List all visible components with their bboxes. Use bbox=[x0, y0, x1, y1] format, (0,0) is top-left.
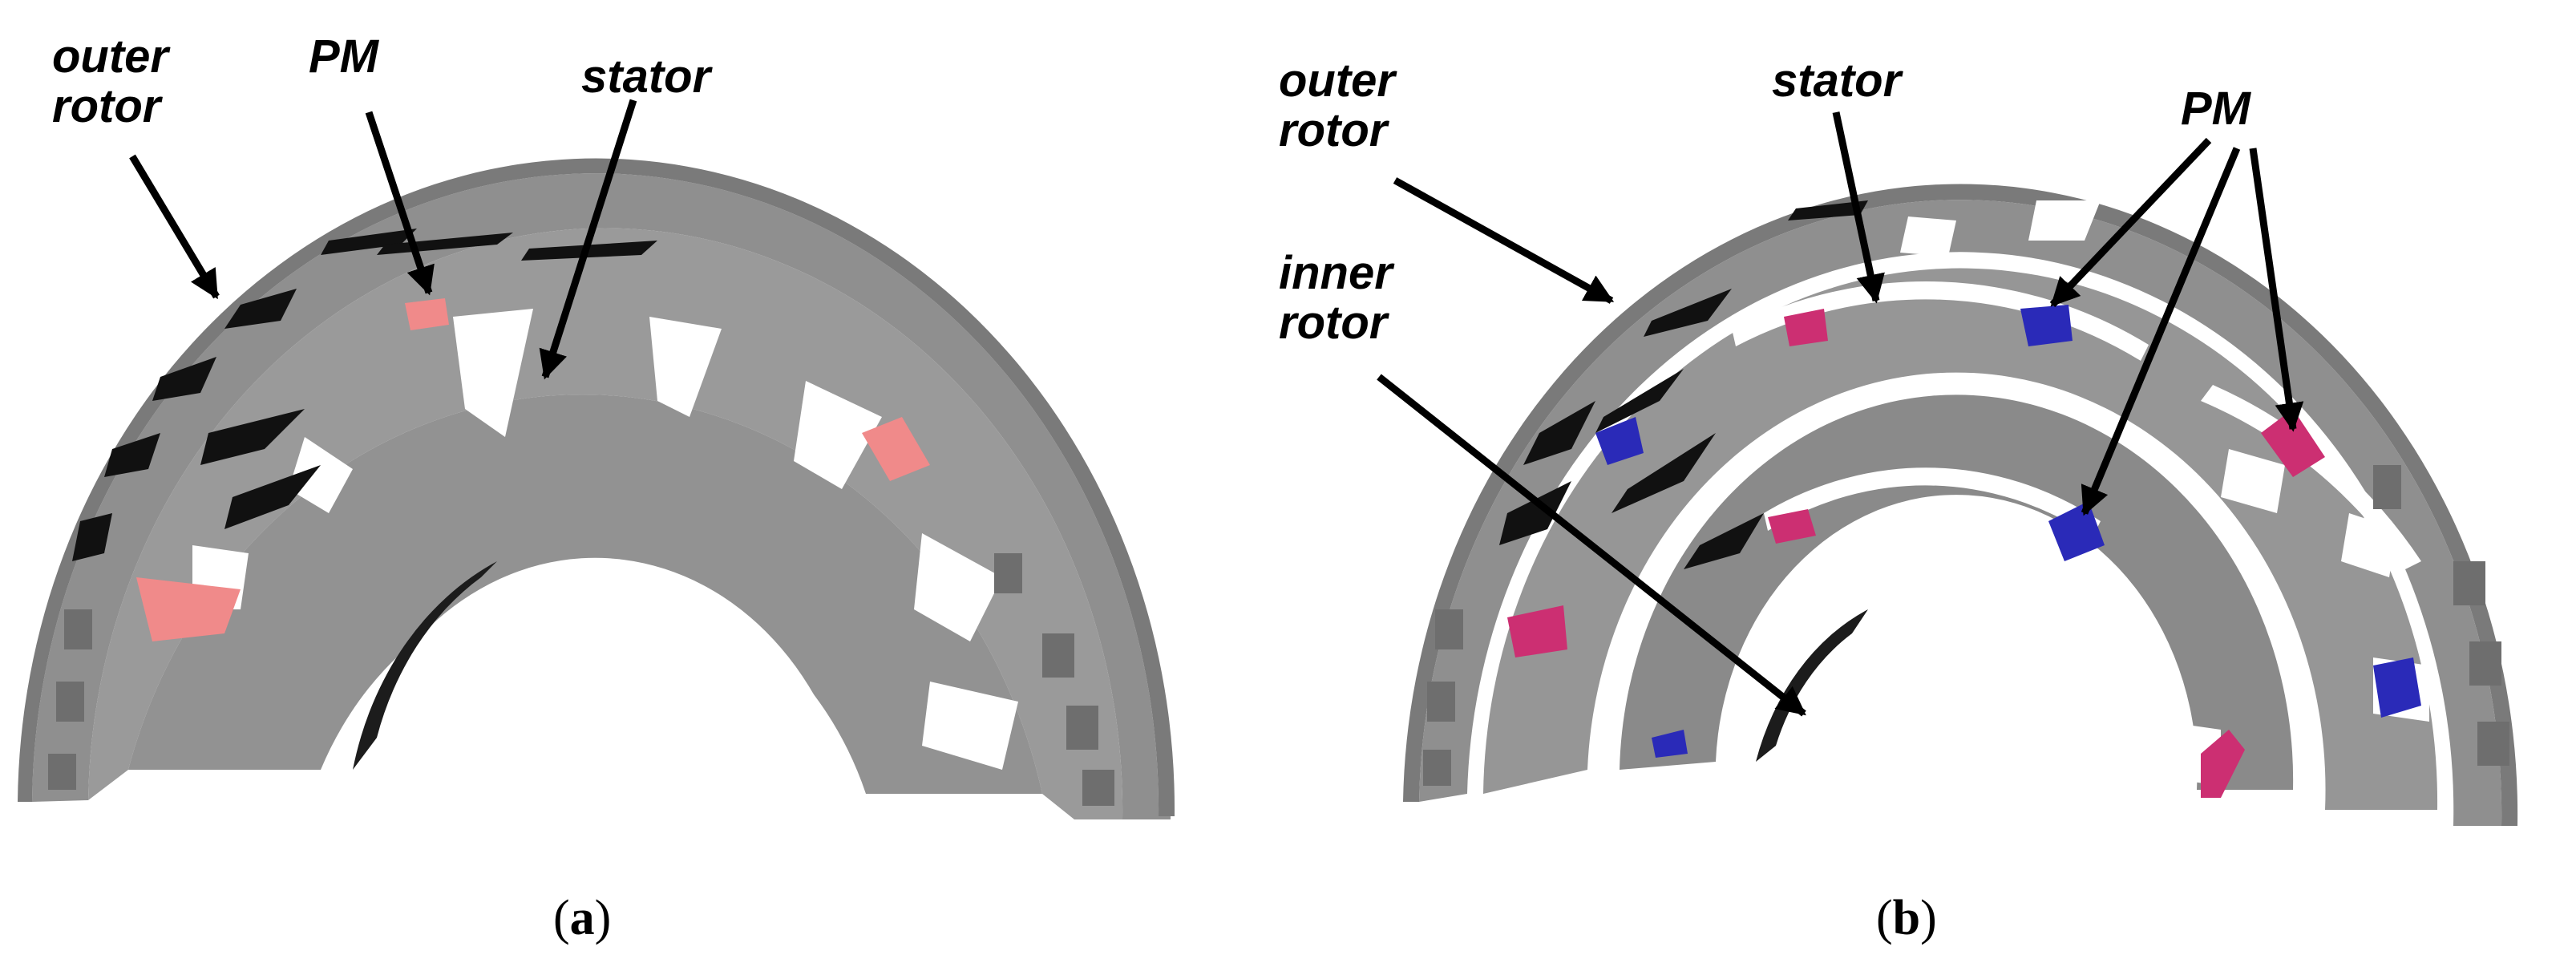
bore-a bbox=[345, 557, 850, 810]
caption-a: (a) bbox=[553, 890, 611, 947]
label-outer-rotor-a: outer rotor bbox=[52, 32, 168, 131]
caption-b-open: ( bbox=[1876, 891, 1893, 945]
label-outer-rotor-a-line2: rotor bbox=[52, 80, 161, 132]
caption-a-open: ( bbox=[553, 891, 570, 945]
bore-b bbox=[1748, 515, 2166, 810]
label-outer-rotor-b: outer rotor bbox=[1279, 56, 1395, 156]
arrow-inner-rotor-b bbox=[1377, 374, 1806, 717]
label-inner-rotor-b: inner rotor bbox=[1279, 249, 1393, 348]
rim-notches-b bbox=[1423, 465, 2509, 786]
label-outer-rotor-b-line1: outer bbox=[1279, 55, 1395, 107]
stator-a bbox=[88, 228, 1123, 820]
rim-notches-a bbox=[48, 553, 1114, 806]
arrow-pm-b-3 bbox=[2249, 148, 2304, 432]
caption-b-letter: b bbox=[1892, 891, 1921, 945]
arrow-stator-a bbox=[539, 99, 637, 380]
arrow-pm-b-1 bbox=[2049, 137, 2212, 308]
arrow-stator-b bbox=[1832, 111, 1885, 304]
caption-a-close: ) bbox=[594, 891, 612, 945]
rotor-cavities-b bbox=[1499, 200, 1868, 569]
label-outer-rotor-b-line2: rotor bbox=[1279, 104, 1388, 156]
label-stator-a: stator bbox=[581, 51, 711, 103]
stator-yoke-a bbox=[128, 394, 1042, 794]
caption-b-close: ) bbox=[1920, 891, 1937, 945]
label-inner-rotor-b-line2: rotor bbox=[1279, 297, 1388, 349]
arrow-pm-b-2 bbox=[2081, 147, 2241, 516]
permanent-magnets-a bbox=[136, 298, 930, 641]
label-pm-b: PM bbox=[2181, 83, 2250, 135]
label-outer-rotor-a-line1: outer bbox=[52, 30, 168, 83]
caption-a-letter: a bbox=[569, 891, 595, 945]
inner-rotor-b bbox=[1620, 394, 2294, 790]
machine-a-drawing bbox=[18, 158, 1175, 820]
label-pm-a: PM bbox=[309, 30, 378, 83]
bore-a-shadow bbox=[353, 561, 497, 770]
label-stator-b: stator bbox=[1772, 55, 1902, 107]
machine-b-drawing bbox=[1403, 184, 2518, 827]
pointer-arrows bbox=[129, 99, 2304, 717]
stator-b bbox=[1483, 268, 2438, 810]
permanent-magnets-b-south bbox=[1595, 305, 2421, 758]
label-inner-rotor-b-line1: inner bbox=[1279, 247, 1393, 299]
arrow-outer-rotor-b bbox=[1393, 177, 1615, 304]
bore-b-shadow bbox=[1756, 609, 1868, 762]
caption-b: (b) bbox=[1876, 890, 1937, 947]
arrow-pm-a bbox=[365, 111, 435, 296]
arrow-outer-rotor-a bbox=[129, 154, 220, 300]
